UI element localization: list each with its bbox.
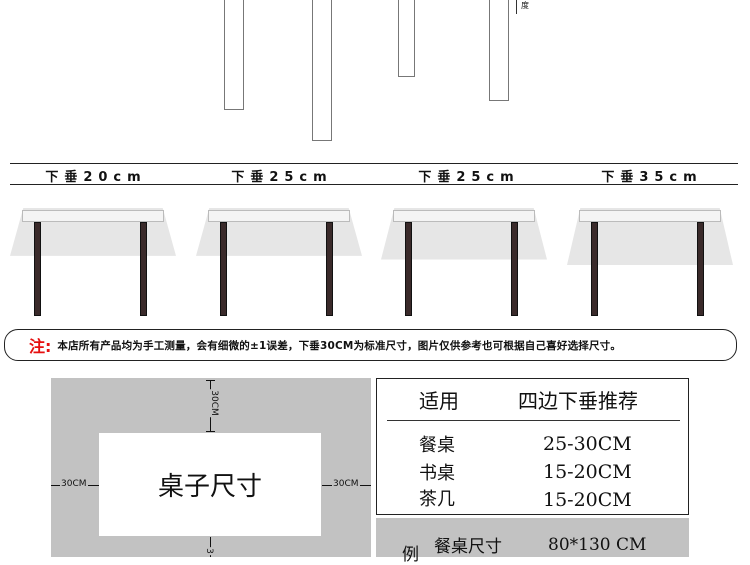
drop-label-2: 下垂25cm: [231, 170, 333, 185]
table-leg: [591, 222, 598, 316]
dim-label-bottom: 3: [203, 547, 214, 555]
row-value: 15-20CM: [543, 489, 632, 511]
example-value: 80*130 CM: [548, 535, 647, 555]
table-leg: [697, 222, 704, 316]
leg-top-1a: [224, 0, 244, 110]
divider-top: [10, 163, 738, 164]
table-illustration-3: [381, 208, 547, 316]
note-label: 注:: [29, 337, 52, 356]
recommendation-table: 适用 四边下垂推荐 餐桌 25-30CM 书桌 15-20CM 茶几 15-20…: [376, 378, 689, 515]
header-recommend: 四边下垂推荐: [518, 389, 638, 413]
note-bar: 注: 本店所有产品均为手工测量，会有细微的±1误差，下垂30CM为标准尺寸，图片…: [4, 329, 737, 361]
divider-bottom: [10, 184, 738, 185]
drop-label-3: 下垂25cm: [418, 170, 520, 185]
table-leg: [34, 222, 41, 316]
dim-tick: [206, 431, 215, 432]
leg-top-1b: [312, 0, 332, 141]
leg-top-2b: [489, 0, 509, 101]
header-applicable: 适用: [419, 389, 459, 413]
leg-top-2a: [398, 0, 415, 77]
example-name: 餐桌尺寸: [434, 537, 502, 557]
table-size-title: 桌子尺寸: [157, 472, 262, 502]
dim-marker: [516, 0, 517, 14]
drop-label-1: 下垂20cm: [45, 170, 147, 185]
table-top: [22, 210, 164, 222]
table-leg: [326, 222, 333, 316]
table-top: [208, 210, 350, 222]
table-leg: [511, 222, 518, 316]
note-text: 本店所有产品均为手工测量，会有细微的±1误差，下垂30CM为标准尺寸，图片仅供参…: [57, 339, 622, 352]
example-row: 例 餐桌尺寸 80*130 CM: [376, 518, 689, 565]
table-illustration-4: [567, 208, 733, 316]
dim-label-right: 30CM: [332, 479, 360, 489]
row-name: 茶几: [419, 489, 455, 510]
table-top: [579, 210, 721, 222]
table-illustration-1: [10, 208, 176, 316]
header-divider: [387, 420, 680, 421]
dim-tick: [206, 380, 215, 381]
example-prefix: 例: [402, 545, 419, 565]
table-leg: [405, 222, 412, 316]
row-value: 15-20CM: [543, 461, 632, 483]
dim-line-bottom: [210, 537, 211, 557]
table-size-box: 桌子尺寸: [99, 433, 321, 536]
row-name: 书桌: [419, 463, 455, 484]
row-value: 25-30CM: [543, 433, 632, 455]
table-top: [393, 210, 535, 222]
table-leg: [220, 222, 227, 316]
dim-label-top: 30CM: [208, 389, 219, 417]
drop-label-4: 下垂35cm: [601, 170, 703, 185]
top-label: 度: [521, 1, 529, 10]
dim-label-left: 30CM: [60, 479, 88, 489]
row-name: 餐桌: [419, 435, 455, 456]
table-illustration-2: [196, 208, 362, 316]
table-leg: [140, 222, 147, 316]
